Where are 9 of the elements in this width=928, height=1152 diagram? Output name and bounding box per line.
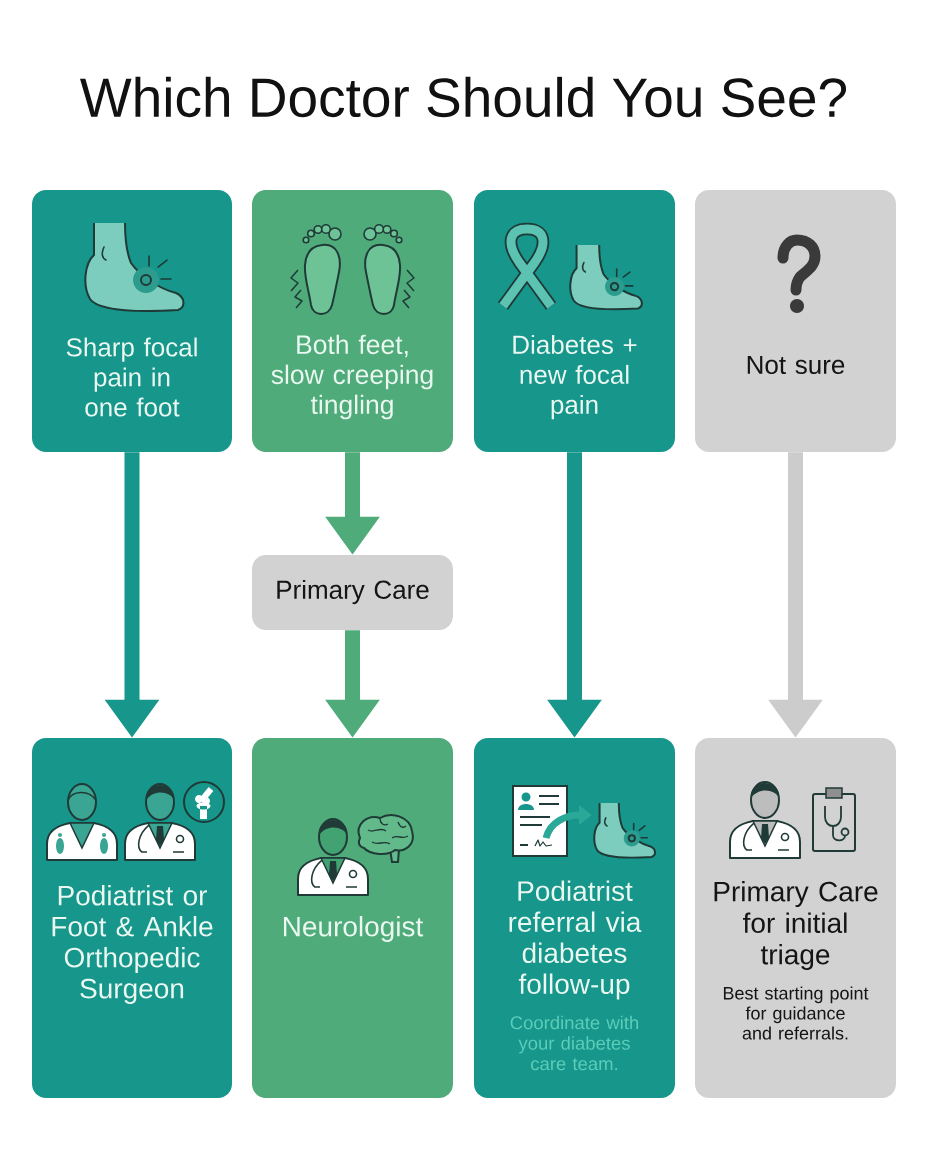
symptom-card: Both feet, slow creeping tingling (252, 190, 453, 452)
specialist-card: Neurologist (252, 738, 453, 1098)
process-box: Primary Care (252, 555, 453, 630)
title: Which Doctor Should You See? (80, 76, 847, 118)
symptom-card: Not sure (695, 190, 896, 452)
symptom-card: Diabetes + new focal pain (474, 190, 675, 452)
specialist-card: Podiatrist referral via diabetes follow-up Coordinate with your diabetes care team. (474, 738, 675, 1098)
specialist-card: Primary Care for initial triage Best starting point for guidance and referrals. (695, 738, 896, 1098)
symptom-card: Sharp focal pain in one foot (32, 190, 232, 452)
